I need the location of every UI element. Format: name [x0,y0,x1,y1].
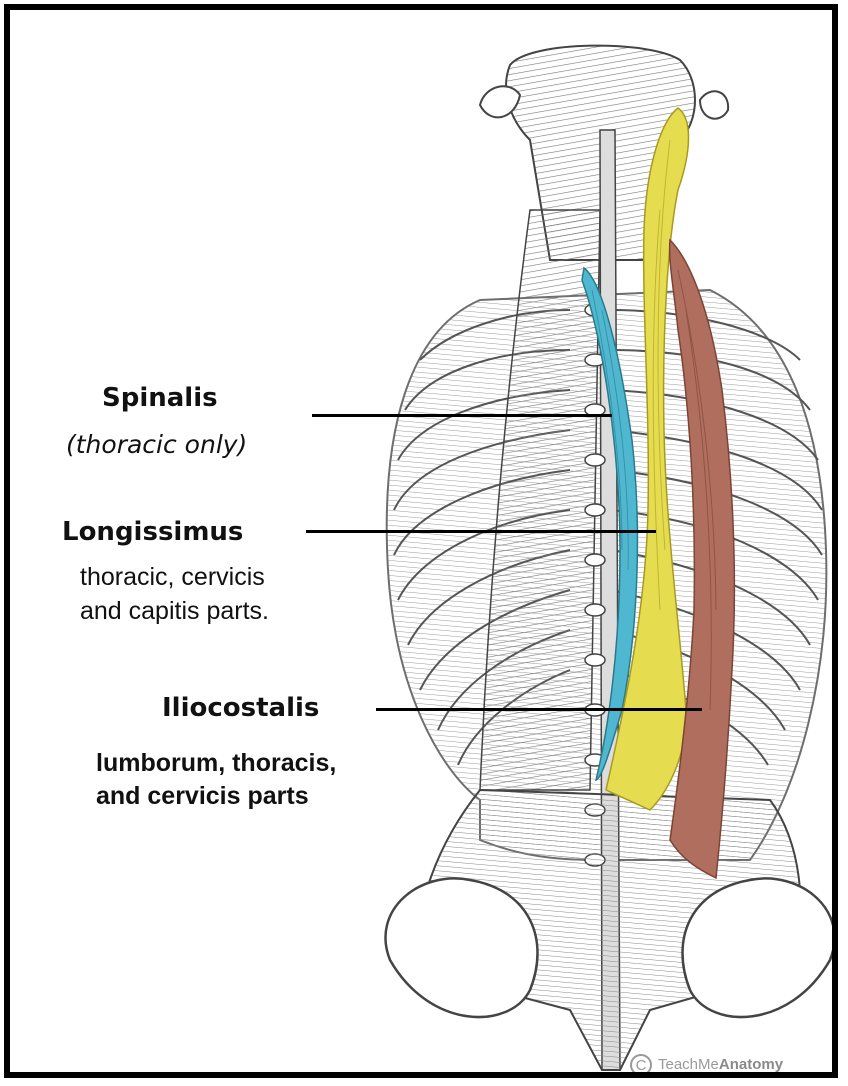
copyright-icon: C [630,1054,652,1076]
iliocostalis-line1: lumborum, thoracis, [96,747,336,780]
iliocostalis-line2: and cervicis parts [96,780,309,813]
longissimus-title: Longissimus [62,517,243,547]
watermark-text: TeachMeAnatomy [658,1056,783,1073]
pelvis [385,790,834,1070]
iliocostalis-leader-line [376,708,702,711]
spinalis-note: (thoracic only) [66,430,247,459]
longissimus-line1: thoracic, cervicis [80,560,265,594]
longissimus-leader-line [306,530,656,533]
iliocostalis-title: Iliocostalis [162,693,319,723]
spinalis-leader-line [312,414,612,417]
longissimus-line2: and capitis parts. [80,594,269,628]
spinalis-title: Spinalis [102,383,218,413]
figure-frame: Spinalis (thoracic only) Longissimus tho… [4,4,838,1078]
